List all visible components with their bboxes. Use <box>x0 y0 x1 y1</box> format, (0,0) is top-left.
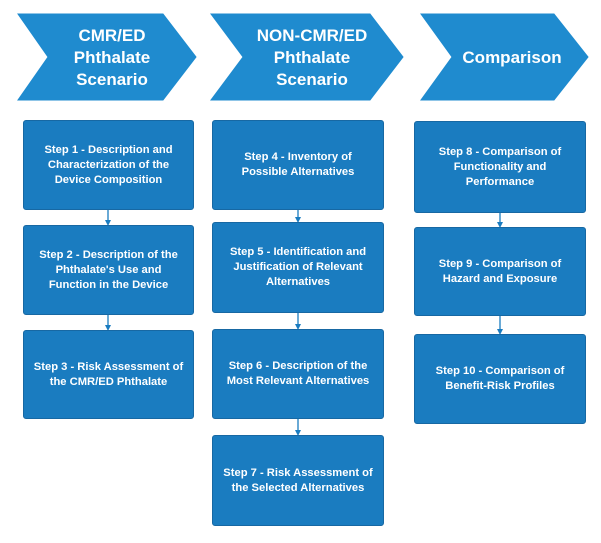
step-6-label: Step 6 - Description of the Most Relevan… <box>226 360 370 387</box>
step-6-box: Step 6 - Description of the Most Relevan… <box>212 329 384 419</box>
step-5-label: Step 5 - Identification and Justificatio… <box>229 246 367 288</box>
step-3-box: Step 3 - Risk Assessment of the CMR/ED P… <box>23 330 194 419</box>
connector-step9-step10 <box>497 316 503 335</box>
header-label-line: Scenario <box>276 70 348 89</box>
step-7-box: Step 7 - Risk Assessment of the Selected… <box>212 435 384 526</box>
connector-step1-step2 <box>105 210 111 226</box>
step-3-label: Step 3 - Risk Assessment of the CMR/ED P… <box>33 360 184 388</box>
header-label-line: Comparison <box>462 48 561 67</box>
step-10-box: Step 10 - Comparison of Benefit-Risk Pro… <box>414 334 586 424</box>
header-label-line: Phthalate <box>74 48 151 67</box>
step-8-box: Step 8 - Comparison of Functionality and… <box>414 121 586 213</box>
step-9-label: Step 9 - Comparison of Hazard and Exposu… <box>438 257 562 285</box>
connector-step2-step3 <box>105 315 111 331</box>
header-label-line: Phthalate <box>274 48 351 67</box>
step-8-label: Step 8 - Comparison of Functionality and… <box>438 145 562 188</box>
step-9-box: Step 9 - Comparison of Hazard and Exposu… <box>414 227 586 316</box>
connector-step5-step6 <box>295 313 301 330</box>
step-2-label: Step 2 - Description of the Phthalate's … <box>39 248 178 291</box>
header-label-comparison: Comparison <box>462 48 561 67</box>
header-chevron-comparison: Comparison <box>420 13 589 101</box>
header-label-line: NON-CMR/ED <box>257 26 368 45</box>
step-1-label: Step 1 - Description and Characterizatio… <box>44 143 173 186</box>
step-1-box: Step 1 - Description and Characterizatio… <box>23 120 194 210</box>
connector-step6-step7 <box>295 419 301 436</box>
step-4-label: Step 4 - Inventory of Possible Alternati… <box>241 151 355 178</box>
header-label-line: CMR/ED <box>78 26 145 45</box>
step-2-box: Step 2 - Description of the Phthalate's … <box>23 225 194 315</box>
step-10-label: Step 10 - Comparison of Benefit-Risk Pro… <box>435 365 565 392</box>
step-4-box: Step 4 - Inventory of Possible Alternati… <box>212 120 384 210</box>
header-label-line: Scenario <box>76 70 148 89</box>
connector-step4-step5 <box>295 210 301 223</box>
step-7-label: Step 7 - Risk Assessment of the Selected… <box>223 466 373 494</box>
step-5-box: Step 5 - Identification and Justificatio… <box>212 222 384 313</box>
connector-step8-step9 <box>497 213 503 228</box>
